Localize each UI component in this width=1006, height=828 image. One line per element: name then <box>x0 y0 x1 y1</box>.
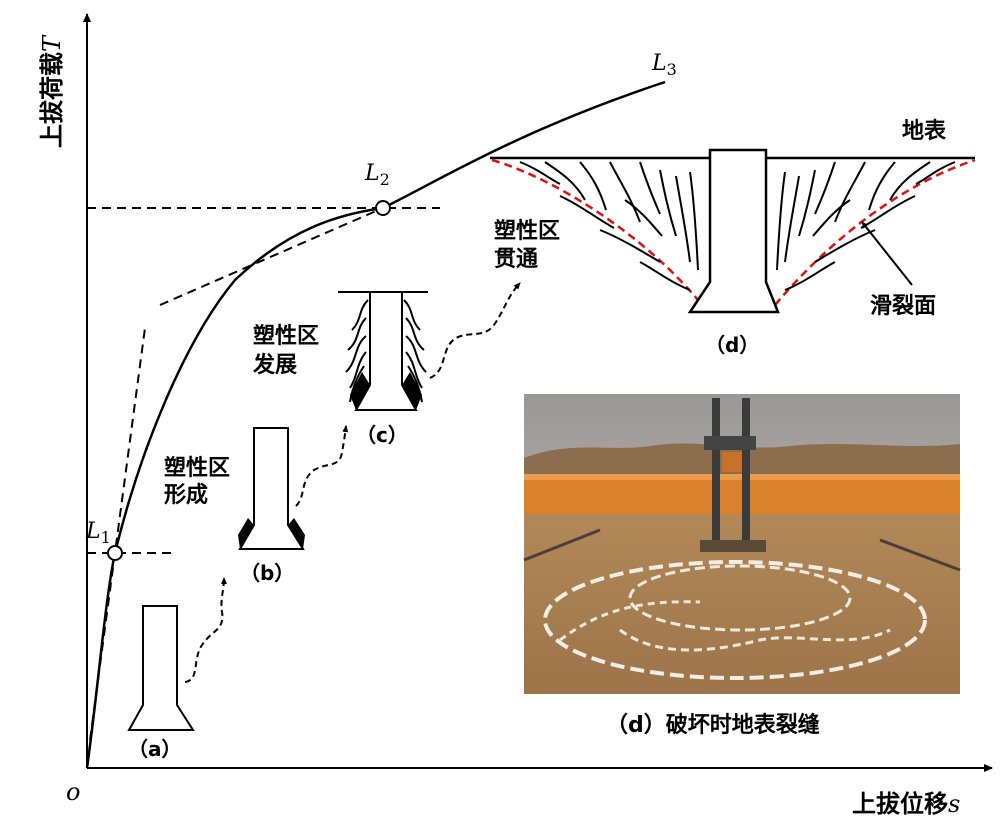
stage-d-failure-sketch <box>490 148 976 314</box>
stage-c-label: （c） <box>356 423 408 447</box>
stage-b-annotation-line1: 塑性区 <box>164 456 230 481</box>
point-l3-subscript: 3 <box>667 60 677 79</box>
point-l3-letter: L <box>651 51 667 76</box>
slip-surface-label: 滑裂面 <box>870 294 936 319</box>
point-l1-marker <box>107 545 123 561</box>
progress-arrow-b-c <box>295 425 349 507</box>
soil-cracks-right <box>776 161 956 291</box>
stage-d-annotation-line1: 塑性区 <box>494 219 560 244</box>
point-l1-label: L1 <box>85 519 111 547</box>
y-axis-symbol: T <box>38 34 66 52</box>
stage-d-anchor <box>687 148 780 314</box>
slip-surface-curve <box>491 158 976 306</box>
origin-label: o <box>66 778 80 806</box>
stage-b-label: （b） <box>240 561 294 585</box>
stage-b-annotation-line2: 形成 <box>164 483 208 508</box>
point-l2-letter: L <box>364 161 380 186</box>
point-l1-subscript: 1 <box>101 528 111 547</box>
point-l2-label: L2 <box>364 161 390 189</box>
stage-a-anchor <box>127 605 195 731</box>
stage-d-label: （d） <box>705 333 759 357</box>
load-displacement-curve <box>85 80 666 769</box>
progress-arrow-c-d <box>429 282 521 379</box>
point-l2-subscript: 2 <box>380 170 390 189</box>
photo-caption: （d）破坏时地表裂缝 <box>606 712 820 738</box>
initial-tangent-line <box>89 327 146 741</box>
svg-text:上拔荷载T: 上拔荷载T <box>38 34 66 148</box>
x-axis-label-text: 上拔位移 <box>852 790 948 818</box>
stage-b-anchor <box>238 427 305 550</box>
y-axis-label-text: 上拔荷载 <box>38 52 66 148</box>
y-axis-label: 上拔荷载T <box>38 34 66 148</box>
ground-surface-label: 地表 <box>902 119 947 144</box>
soil-cracks-left <box>519 161 699 291</box>
stage-c-annotation-line1: 塑性区 <box>253 324 319 349</box>
point-l2-marker <box>375 200 391 216</box>
stage-c-annotation-line2: 发展 <box>252 352 297 378</box>
stage-d-annotation-line2: 贯通 <box>494 247 538 272</box>
progress-arrow-a-b <box>184 577 227 683</box>
x-axis-symbol: s <box>948 790 960 818</box>
stage-c-anchor <box>338 291 428 411</box>
point-l1-letter: L <box>85 519 101 544</box>
point-l3-label: L3 <box>651 51 677 79</box>
field-photo <box>523 394 961 694</box>
slip-surface-pointer <box>861 221 913 286</box>
secondary-tangent-line <box>159 207 384 306</box>
stage-a-label: （a） <box>128 737 182 761</box>
x-axis-label: 上拔位移s <box>852 790 960 818</box>
